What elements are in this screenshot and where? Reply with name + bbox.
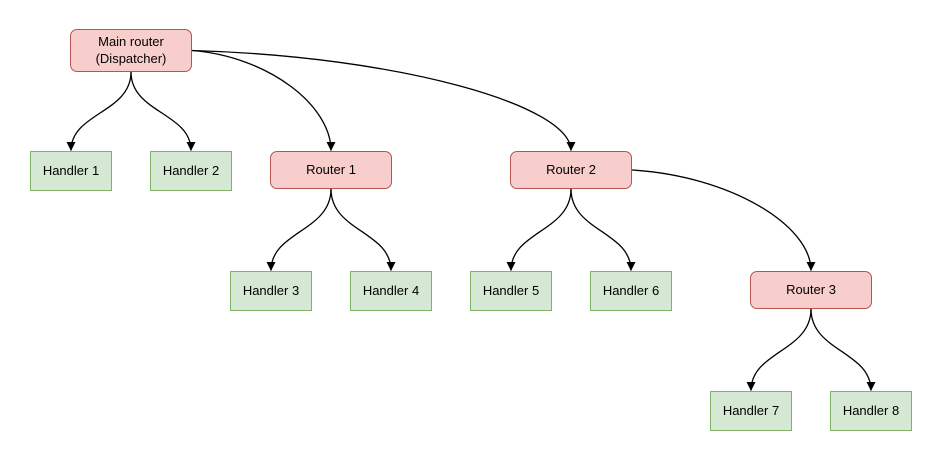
edge-router-3-to-handler-7 — [746, 308, 812, 391]
node-handler-8: Handler 8 — [830, 391, 912, 431]
edge-router-1-to-handler-4 — [330, 188, 396, 271]
node-handler-2: Handler 2 — [150, 151, 232, 191]
edge-router-2-to-handler-6 — [570, 188, 636, 271]
edge-router-2-to-router-3 — [631, 169, 816, 271]
node-handler-1: Handler 1 — [30, 151, 112, 191]
node-router-3: Router 3 — [750, 271, 872, 309]
node-handler-4: Handler 4 — [350, 271, 432, 311]
edge-main-router-to-handler-1 — [66, 71, 132, 151]
node-label: Handler 3 — [242, 282, 300, 298]
edge-main-router-to-handler-2 — [130, 71, 196, 151]
edge-router-1-to-handler-3 — [266, 188, 332, 271]
node-label: Main router (Dispatcher) — [95, 34, 167, 66]
node-router-2: Router 2 — [510, 151, 632, 189]
node-label: Handler 1 — [42, 162, 100, 178]
node-label: Handler 2 — [162, 162, 220, 178]
node-router-1: Router 1 — [270, 151, 392, 189]
edge-main-router-to-router-2 — [191, 49, 576, 151]
edge-main-router-to-router-1 — [191, 49, 336, 151]
node-label: Router 1 — [306, 161, 356, 177]
node-label: Router 3 — [786, 281, 836, 297]
node-label: Router 2 — [546, 161, 596, 177]
node-handler-5: Handler 5 — [470, 271, 552, 311]
edge-router-3-to-handler-8 — [810, 308, 876, 391]
edge-router-2-to-handler-5 — [506, 188, 572, 271]
node-label: Handler 5 — [482, 282, 540, 298]
node-label: Handler 6 — [602, 282, 660, 298]
node-handler-6: Handler 6 — [590, 271, 672, 311]
node-handler-3: Handler 3 — [230, 271, 312, 311]
node-label: Handler 4 — [362, 282, 420, 298]
node-label: Handler 8 — [842, 402, 900, 418]
node-main-router: Main router (Dispatcher) — [70, 29, 192, 72]
node-label: Handler 7 — [722, 402, 780, 418]
node-handler-7: Handler 7 — [710, 391, 792, 431]
